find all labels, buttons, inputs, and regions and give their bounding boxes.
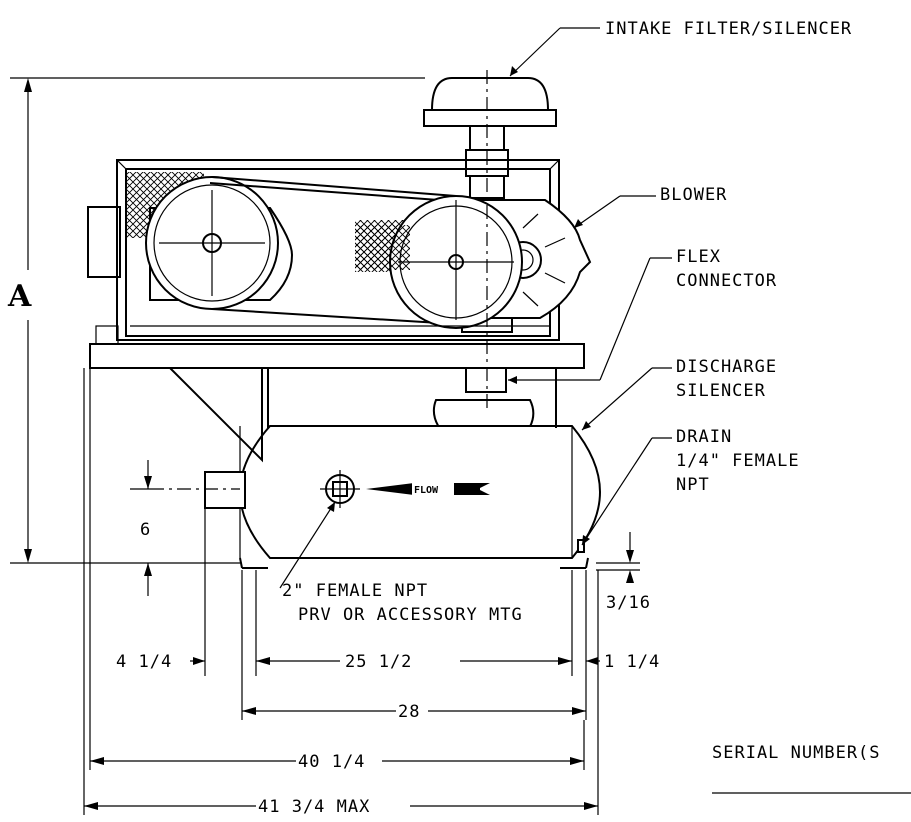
dimension-41-3-4-max: 41 3/4 MAX [258, 797, 370, 817]
npt-callout-line1: 2" FEMALE NPT [282, 581, 428, 601]
dimensions: A 6 3/16 4 1/4 25 1/2 1 1/4 [7, 77, 660, 817]
dimension-3-16: 3/16 [606, 593, 651, 613]
intake-filter-silencer [423, 77, 557, 199]
flow-arrow: FLOW [366, 482, 490, 496]
drain-callout-line3: NPT [676, 475, 710, 495]
drain-callout-line2: 1/4" FEMALE [676, 451, 800, 471]
dimension-4-1-4: 4 1/4 [116, 652, 172, 672]
flex-callout-line1: FLEX [676, 247, 721, 267]
dimension-6: 6 [140, 520, 151, 540]
intake-callout: INTAKE FILTER/SILENCER [605, 19, 852, 39]
dimension-1-1-4: 1 1/4 [604, 652, 660, 672]
drive-sheaves [145, 176, 523, 329]
callouts: INTAKE FILTER/SILENCER BLOWER FLEX CONNE… [279, 19, 852, 625]
discharge-callout-line1: DISCHARGE [676, 357, 777, 377]
dimension-a: A [7, 279, 32, 314]
blower-callout: BLOWER [660, 185, 727, 205]
serial-number-block: SERIAL NUMBER(S [712, 743, 911, 794]
dimension-25-1-2: 25 1/2 [345, 652, 412, 672]
flex-callout-line2: CONNECTOR [676, 271, 777, 291]
base-plate [89, 325, 585, 369]
flex-connector [465, 367, 507, 393]
serial-number-label: SERIAL NUMBER(S [712, 743, 881, 763]
flow-label: FLOW [414, 485, 439, 496]
dimension-40-1-4: 40 1/4 [298, 752, 365, 772]
dimension-28: 28 [398, 702, 420, 722]
npt-callout-line2: PRV OR ACCESSORY MTG [298, 605, 523, 625]
discharge-callout-line2: SILENCER [676, 381, 766, 401]
discharge-silencer [150, 367, 602, 569]
drain-callout-line1: DRAIN [676, 427, 732, 447]
